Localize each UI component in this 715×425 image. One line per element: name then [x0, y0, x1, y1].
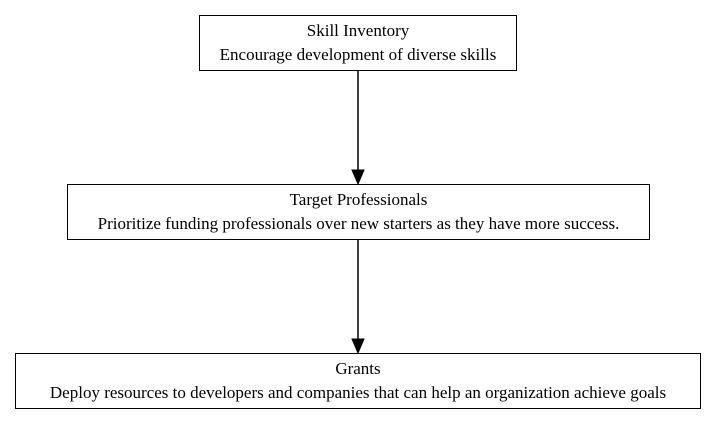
node-target-professionals: Target Professionals Prioritize funding … — [67, 184, 650, 240]
edge-target-professionals-to-grants — [351, 240, 365, 355]
node-title: Skill Inventory — [306, 21, 410, 40]
edge-skill-inventory-to-target-professionals — [351, 71, 365, 186]
node-description: Encourage development of diverse skills — [219, 45, 497, 64]
arrowhead-icon — [351, 169, 365, 186]
arrowhead-icon — [351, 338, 365, 355]
node-title: Grants — [335, 359, 381, 378]
node-skill-inventory: Skill Inventory Encourage development of… — [199, 15, 517, 71]
node-description: Prioritize funding professionals over ne… — [97, 214, 620, 233]
node-description: Deploy resources to developers and compa… — [49, 383, 667, 402]
node-grants: Grants Deploy resources to developers an… — [15, 353, 701, 409]
node-title: Target Professionals — [289, 190, 428, 209]
